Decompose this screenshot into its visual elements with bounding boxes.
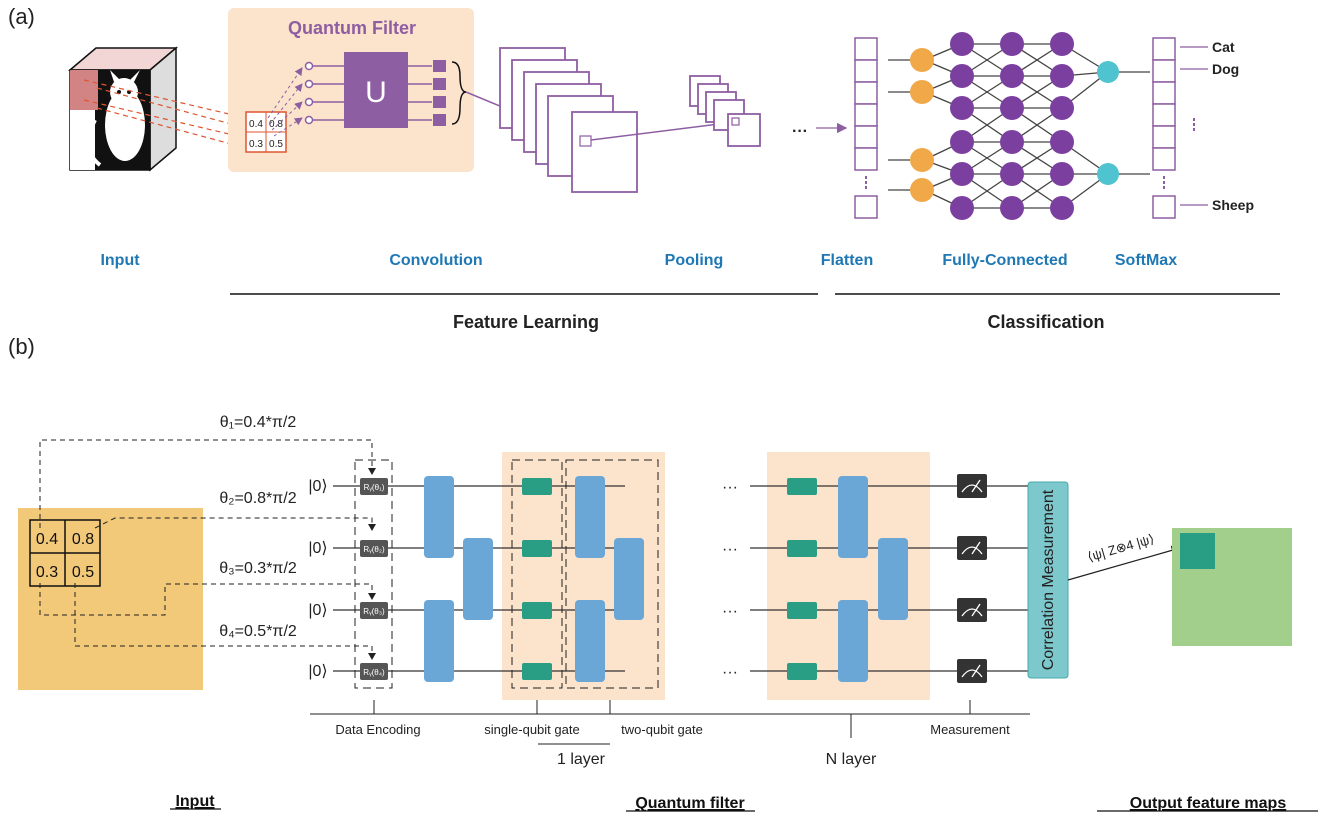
rotation-gate-label: Rᵧ(θ₁) (364, 483, 385, 492)
correlation-label: Correlation Measurement (1040, 489, 1057, 670)
patch-cell: 0.5 (72, 564, 94, 581)
class-label: Sheep (1212, 197, 1254, 213)
bottom-label-output: Output feature maps (1130, 795, 1287, 812)
layer-n-label: N layer (826, 751, 877, 768)
patch-cell: 0.8 (269, 119, 283, 130)
patch-cell: 0.8 (72, 531, 94, 548)
softmax-dots (1163, 118, 1195, 189)
ket-label: |0⟩ (308, 663, 327, 680)
theta-label: θ₃=0.3*π/2 (219, 560, 297, 577)
pooling-feature-maps (689, 75, 761, 147)
flatten-dots (865, 176, 867, 189)
expectation-arrow (1067, 545, 1182, 581)
ket-label: |0⟩ (308, 602, 327, 619)
theta-label: θ₄=0.5*π/2 (219, 623, 297, 640)
layer-ellipsis: ··· (722, 664, 738, 681)
ellipsis-a: ··· (792, 123, 808, 140)
panel-b-label: (b) (8, 334, 35, 359)
stage-label: Fully-Connected (942, 252, 1067, 269)
class-label: Cat (1212, 39, 1235, 55)
unitary-label: U (365, 76, 387, 109)
convolution-feature-maps (499, 47, 638, 193)
group-label: Feature Learning (453, 312, 599, 332)
ket-label: |0⟩ (308, 478, 327, 495)
theta-label: θ₁=0.4*π/2 (220, 414, 297, 431)
bottom-underlines (170, 808, 1318, 812)
meter-icons (957, 474, 987, 683)
rotation-gates (360, 478, 388, 680)
annotation-label: two-qubit gate (621, 722, 703, 737)
quantum-filter-title: Quantum Filter (288, 18, 416, 38)
two-qubit-box (565, 459, 659, 689)
stage-label: Pooling (665, 252, 724, 269)
input-patch-b: 0.4 0.8 0.3 0.5 (29, 519, 101, 587)
fc-purple-nodes (950, 32, 1074, 220)
encoding-arrows (267, 67, 303, 137)
unitary-gate (344, 52, 408, 128)
flatten-vector (854, 37, 878, 219)
single-qubit-box (511, 459, 563, 689)
annotation-ticks (373, 700, 971, 738)
group-label: Classification (987, 312, 1104, 332)
layer-ellipsis: ··· (722, 479, 738, 496)
stage-label: SoftMax (1115, 252, 1177, 269)
annotation-label: single-qubit gate (484, 722, 579, 737)
layer-one-label: 1 layer (557, 751, 606, 768)
rotation-gate-label: Rᵧ(θ₂) (363, 545, 385, 554)
patch-cell: 0.5 (269, 139, 283, 150)
layer-ellipsis: ··· (722, 541, 738, 558)
patch-cell: 0.3 (249, 139, 263, 150)
input-image-b (18, 508, 203, 690)
single-qubit-gates (522, 478, 817, 680)
stage-label: Convolution (389, 252, 482, 269)
softmax-vector (1152, 37, 1176, 219)
bottom-label-filter: Quantum filter (635, 795, 744, 812)
panel-a-label: (a) (8, 4, 35, 29)
patch-cell: 0.4 (249, 119, 263, 130)
encoding-routes (39, 439, 373, 656)
patch-cell: 0.3 (36, 564, 58, 581)
rotation-gate-label: Rᵧ(θ₃) (363, 607, 385, 616)
ket-label: |0⟩ (308, 540, 327, 557)
annotation-label: Measurement (930, 722, 1010, 737)
class-label: Dog (1212, 61, 1239, 77)
output-pixel (1180, 533, 1215, 569)
theta-label: θ₂=0.8*π/2 (219, 490, 296, 507)
patch-cell: 0.4 (36, 531, 58, 548)
layer-ellipsis: ··· (722, 603, 738, 620)
input-image-cube (67, 46, 179, 172)
rotation-gate-label: Rᵧ(θ₄) (363, 668, 385, 677)
stage-label: Input (100, 252, 140, 269)
two-qubit-gates (424, 476, 908, 682)
bottom-label-input: Input (175, 793, 215, 810)
stage-label: Flatten (821, 252, 873, 269)
patch-projection-lines (83, 79, 247, 149)
class-ticks (1180, 46, 1208, 206)
expectation-label: ⟨ψ| Z⊗4 |ψ⟩ (1086, 531, 1156, 564)
fc-cyan-nodes (1097, 61, 1119, 185)
pool-link-line (590, 121, 736, 141)
measurement-icons (433, 60, 446, 126)
fc-orange-nodes (910, 48, 934, 202)
annotation-label: Data Encoding (335, 722, 420, 737)
encoding-box (354, 459, 393, 689)
encoding-route-heads (368, 468, 376, 660)
